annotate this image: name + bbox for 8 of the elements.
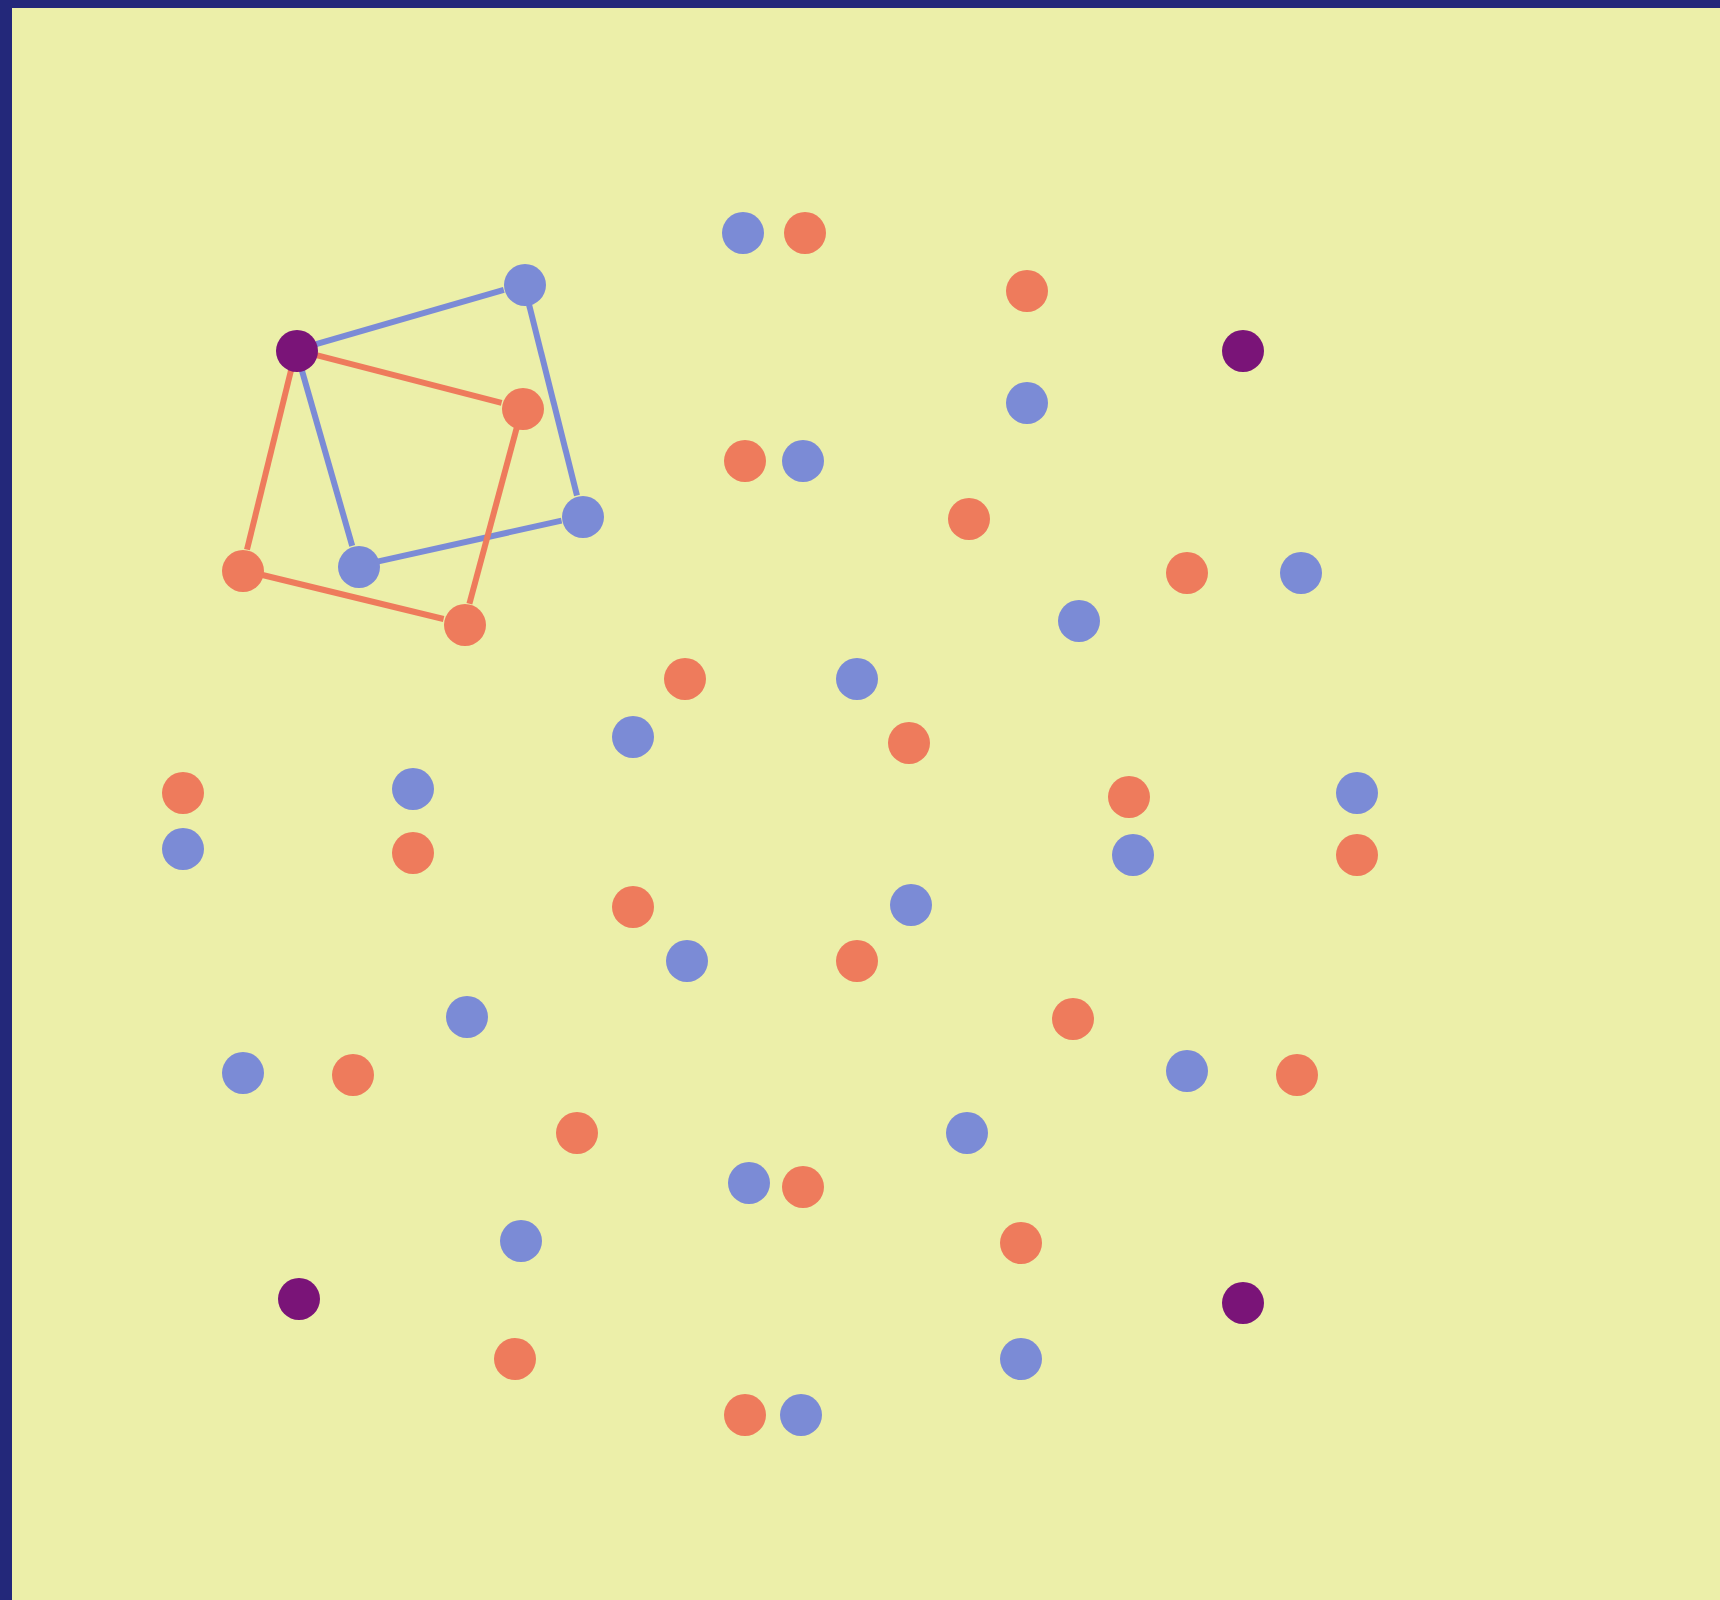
connecting-line bbox=[261, 572, 445, 622]
connecting-line bbox=[526, 303, 580, 497]
connecting-line bbox=[377, 517, 563, 565]
connecting-line bbox=[298, 369, 356, 547]
connecting-line bbox=[466, 427, 520, 605]
connecting-line bbox=[315, 352, 503, 406]
connecting-line bbox=[244, 369, 294, 551]
connecting-line bbox=[315, 286, 505, 348]
